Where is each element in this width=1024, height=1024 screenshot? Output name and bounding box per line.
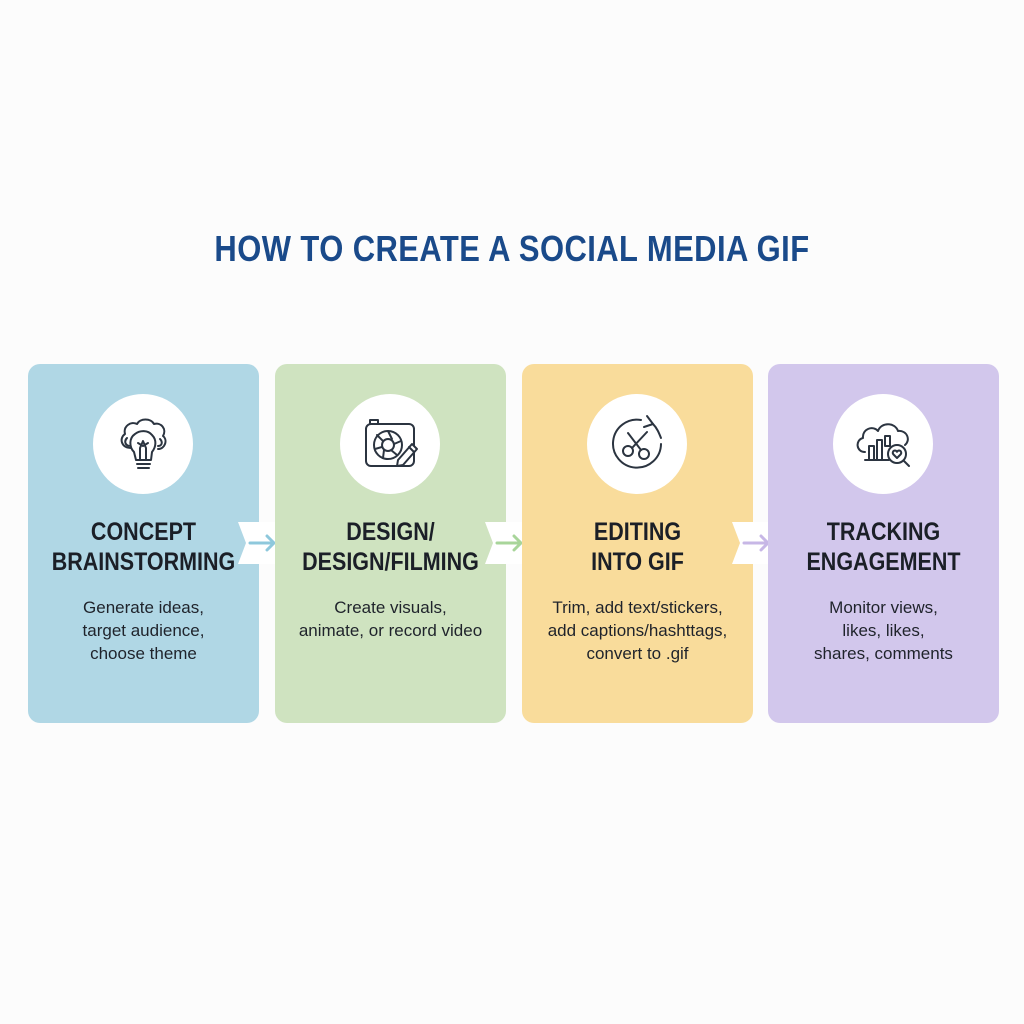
icon-badge — [340, 394, 440, 494]
step-description: Trim, add text/stickers, add captions/ha… — [547, 598, 728, 663]
step-card-design: DESIGN/ DESIGN/FILMING Create visuals, a… — [275, 364, 506, 723]
step-card-concept: CONCEPT BRAINSTORMING Generate ideas, ta… — [28, 364, 259, 723]
camera-pencil-icon — [365, 419, 418, 467]
step-description: Create visuals, animate, or record video — [298, 598, 483, 640]
step-heading: CONCEPT BRAINSTORMING — [51, 518, 236, 576]
step-heading: DESIGN/ DESIGN/FILMING — [302, 518, 479, 576]
cloud-analytics-icon — [856, 423, 910, 467]
step-card-tracking: TRACKING ENGAGEMENT Monitor views, likes… — [768, 364, 999, 723]
step-heading: EDITING INTO GIF — [591, 518, 684, 576]
step-heading: TRACKING ENGAGEMENT — [806, 518, 961, 576]
scissors-cycle-icon — [612, 415, 662, 469]
icon-badge — [93, 394, 193, 494]
diagram-title: HOW TO CREATE A SOCIAL MEDIA GIF — [214, 228, 810, 269]
step-card-editing: EDITING INTO GIF Trim, add text/stickers… — [522, 364, 753, 723]
icon-badge — [587, 394, 687, 494]
icon-badge — [833, 394, 933, 494]
step-description: Generate ideas, target audience, choose … — [82, 598, 205, 663]
step-description: Monitor views, likes, likes, shares, com… — [814, 598, 953, 663]
lightbulb-brain-icon — [120, 418, 167, 469]
